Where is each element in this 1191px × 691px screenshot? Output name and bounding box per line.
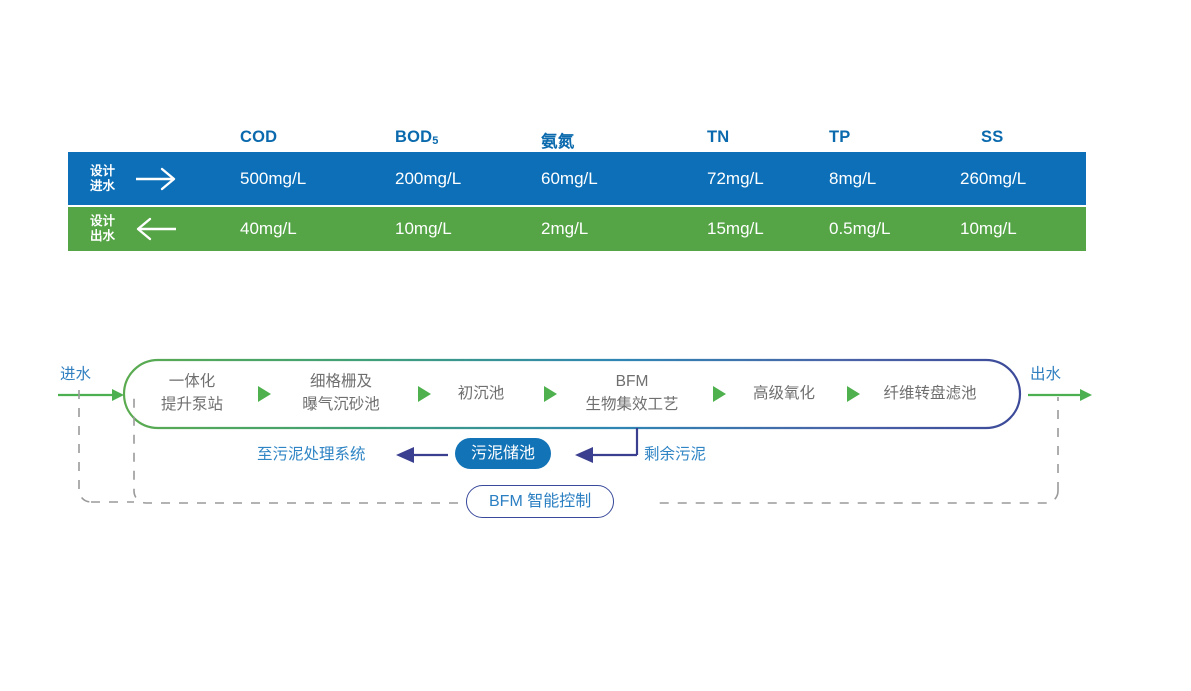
arrow-head-left-icon xyxy=(575,447,593,463)
step-line1: 一体化 xyxy=(168,373,216,390)
row-label-design-effluent: 设计 出水 xyxy=(90,214,115,244)
inlet-arrow-icon xyxy=(58,389,124,401)
process-flow-diagram: 进水 出水 一体化 提升泵站 细格栅及 曝气沉砂池 初沉池 BFM 生物集效工艺… xyxy=(0,330,1191,550)
inlet-label: 进水 xyxy=(60,366,92,383)
flow-arrow-triangle-icon xyxy=(847,386,860,402)
step-line1: 高级氧化 xyxy=(752,385,816,402)
cell-effluent-bod5: 10mg/L xyxy=(395,219,452,238)
excess-sludge-line xyxy=(575,428,639,463)
control-boundary-left-riser xyxy=(78,390,92,503)
to-sludge-system-arrow xyxy=(396,447,448,463)
column-header-tn: TN xyxy=(707,128,730,146)
to-sludge-treatment-system-label: 至污泥处理系统 xyxy=(257,446,366,463)
cell-effluent-ss: 10mg/L xyxy=(960,219,1017,238)
flow-lines-svg xyxy=(58,358,1092,504)
bfm-intelligent-control-pill: BFM 智能控制 xyxy=(466,485,615,518)
column-header-tp: TP xyxy=(829,128,851,146)
cell-effluent-tn: 15mg/L xyxy=(707,219,764,238)
row-label-line2: 出水 xyxy=(90,229,116,243)
cell-influent-cod: 500mg/L xyxy=(240,168,307,188)
column-header-cod: COD xyxy=(240,128,278,146)
control-boundary-dashed xyxy=(133,397,1059,504)
process-step-primary-sedimentation-tank: 初沉池 xyxy=(458,382,505,405)
step-line2: 生物集效工艺 xyxy=(585,396,679,413)
step-line2: 曝气沉砂池 xyxy=(302,396,380,413)
step-line1: 细格栅及 xyxy=(309,373,373,390)
step-line2: 提升泵站 xyxy=(160,396,224,413)
cell-effluent-cod: 40mg/L xyxy=(240,219,297,238)
cell-influent-ammonia: 60mg/L xyxy=(541,168,598,188)
table-row-design-influent: 设计 进水 500mg/L 200mg/L 60mg/L 72mg/L 8mg/… xyxy=(68,152,1086,205)
outlet-arrow-icon xyxy=(1028,389,1092,401)
flow-arrow-triangle-icon xyxy=(544,386,557,402)
column-header-bod5: BOD5 xyxy=(395,128,439,147)
arrow-head-left-icon xyxy=(396,447,414,463)
arrow-left-icon xyxy=(136,217,176,241)
process-step-advanced-oxidation: 高级氧化 xyxy=(753,382,815,405)
sludge-storage-tank-pill: 污泥储池 xyxy=(455,438,552,469)
process-step-bfm-bio-process: BFM 生物集效工艺 xyxy=(585,370,678,416)
column-header-ammonia-nitrogen: 氨氮 xyxy=(541,133,575,151)
arrow-right-icon xyxy=(136,167,176,190)
flow-arrow-triangle-icon xyxy=(418,386,431,402)
row-label-design-influent: 设计 进水 xyxy=(90,164,115,194)
flow-arrow-triangle-icon xyxy=(258,386,271,402)
step-line1: 初沉池 xyxy=(457,385,505,402)
column-header-ss: SS xyxy=(981,128,1004,146)
table-row-design-effluent: 设计 出水 40mg/L 10mg/L 2mg/L 15mg/L 0.5mg/L… xyxy=(68,207,1086,251)
process-step-lift-pump-station: 一体化 提升泵站 xyxy=(161,370,223,416)
table-header-row: COD BOD5 氨氮 TN TP SS xyxy=(68,128,1086,152)
step-line1: BFM xyxy=(615,373,649,390)
process-step-fine-screen-grit-chamber: 细格栅及 曝气沉砂池 xyxy=(302,370,380,416)
cell-effluent-ammonia: 2mg/L xyxy=(541,219,589,238)
row-label-line2: 进水 xyxy=(90,178,116,193)
bod-subscript: 5 xyxy=(432,135,439,147)
step-line1: 纤维转盘滤池 xyxy=(883,385,977,402)
cell-influent-ss: 260mg/L xyxy=(960,168,1027,188)
cell-influent-tn: 72mg/L xyxy=(707,168,764,188)
cell-effluent-tp: 0.5mg/L xyxy=(829,219,891,238)
excess-sludge-label: 剩余污泥 xyxy=(644,446,707,463)
treatment-train-outline xyxy=(122,358,1022,430)
design-parameter-table: COD BOD5 氨氮 TN TP SS 设计 进水 500mg/L 200mg… xyxy=(68,128,1086,251)
row-label-line1: 设计 xyxy=(90,214,116,228)
row-label-line1: 设计 xyxy=(90,163,116,178)
process-step-fiber-disc-filter: 纤维转盘滤池 xyxy=(883,382,976,405)
cell-influent-tp: 8mg/L xyxy=(829,168,877,188)
flow-arrow-triangle-icon xyxy=(713,386,726,402)
cell-influent-bod5: 200mg/L xyxy=(395,168,462,188)
outlet-label: 出水 xyxy=(1030,366,1062,383)
